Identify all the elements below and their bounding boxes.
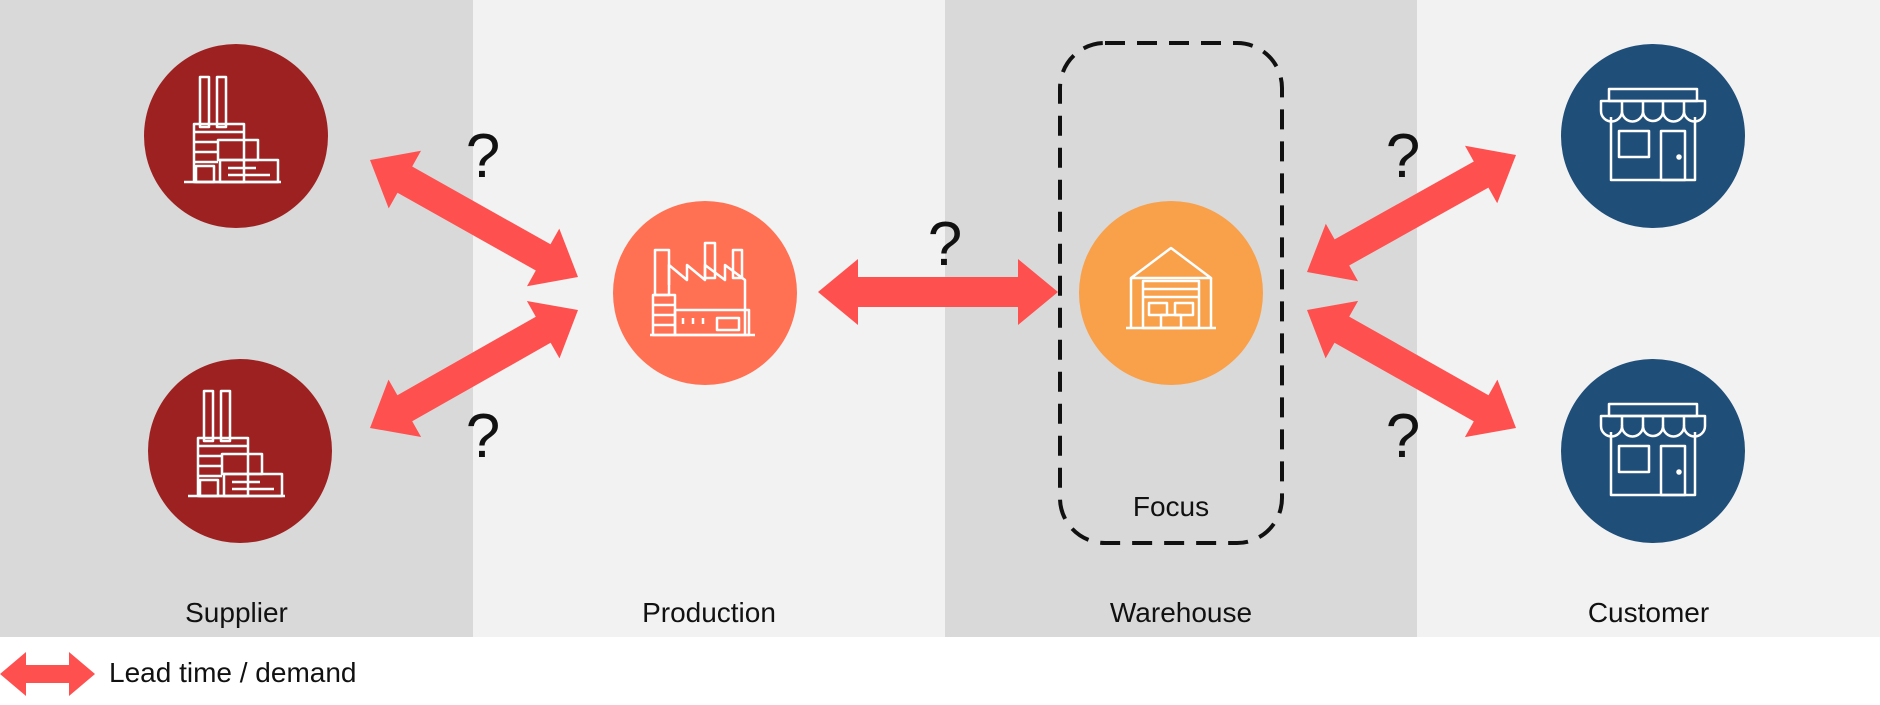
question-mark: ? [466,402,500,471]
question-mark: ? [466,122,500,191]
supplier-node-bottom [148,359,332,543]
double-arrow [1307,300,1516,438]
warehouse-circle [1079,201,1263,385]
question-mark: ? [1386,402,1420,471]
supplier-node-top [144,44,328,228]
double-arrow [370,301,578,437]
legend-label: Lead time / demand [109,657,357,688]
double-arrow [370,150,578,287]
column-label-warehouse: Warehouse [1109,597,1253,628]
question-mark: ? [1386,122,1420,191]
focus-box [1058,41,1284,545]
focus-label: Focus [1133,491,1209,522]
column-label-customer: Customer [1587,597,1710,628]
production-node [613,201,797,385]
column-label-supplier: Supplier [185,597,288,628]
column-label-production: Production [642,597,776,628]
double-arrow [818,259,1058,325]
warehouse-node [1079,201,1263,385]
production-circle [613,201,797,385]
double-arrow [1307,145,1516,282]
supplier-circle [144,44,328,228]
supplier-circle [148,359,332,543]
arrows-group [370,145,1516,438]
customer-circle [1561,359,1745,543]
double-arrow [0,652,95,696]
customer-node-bottom [1561,359,1745,543]
customer-circle [1561,44,1745,228]
customer-node-top [1561,44,1745,228]
question-mark: ? [928,210,962,279]
legend-arrow-icon [0,652,95,696]
